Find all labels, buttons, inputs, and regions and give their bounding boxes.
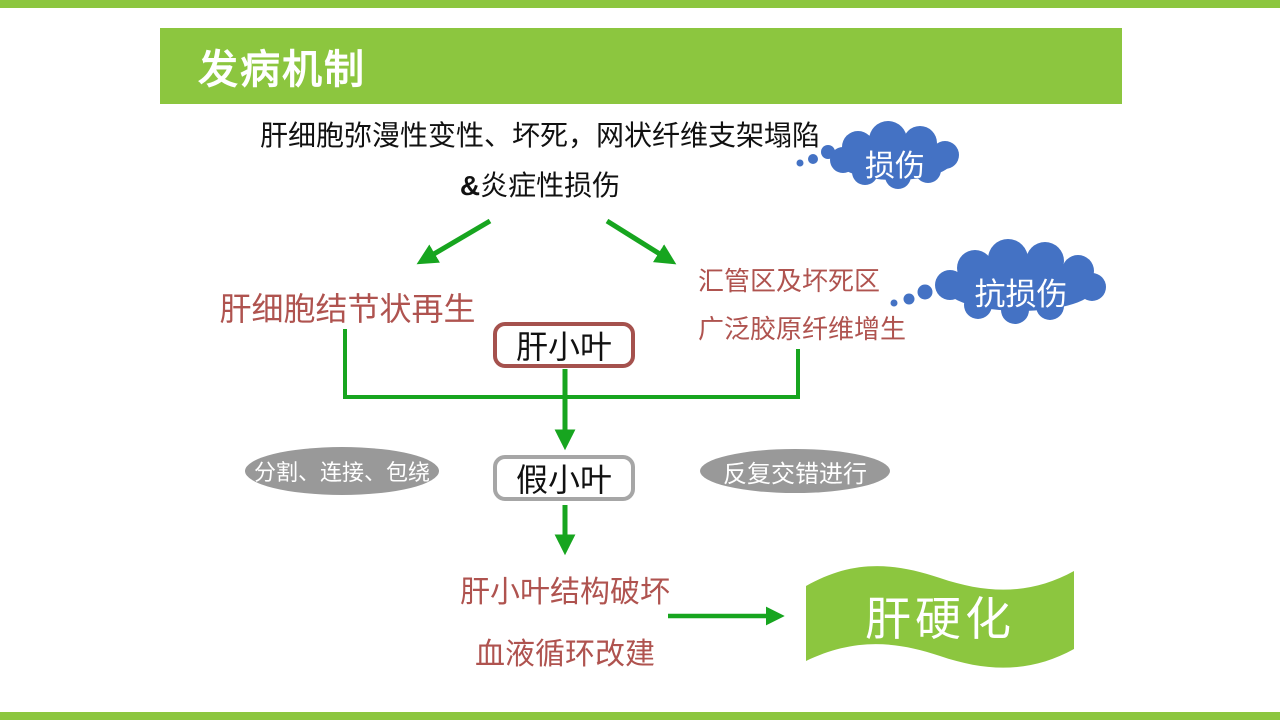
liver-lobule-label: 肝小叶 xyxy=(515,329,612,365)
header-bar: 发病机制 xyxy=(160,28,1122,104)
right-branch-line1: 汇管区及坏死区 xyxy=(698,267,881,296)
outcome-line1: 肝小叶结构破坏 xyxy=(460,576,670,609)
right-process-label: 反复交错进行 xyxy=(723,461,867,488)
anti-injury-cloud-label: 抗损伤 xyxy=(974,277,1068,312)
ampersand: & xyxy=(459,170,481,201)
outcome-line2: 血液循环改建 xyxy=(475,638,655,671)
bottom-green-strip xyxy=(0,712,1280,720)
top-green-strip xyxy=(0,0,1280,8)
liver-lobule-box: 肝小叶 xyxy=(493,322,635,368)
left-process-ellipse: 分割、连接、包绕 xyxy=(245,447,439,495)
arrow-to-left-branch xyxy=(416,218,492,265)
left-branch-text: 肝细胞结节状再生 xyxy=(219,291,476,327)
right-process-ellipse: 反复交错进行 xyxy=(700,449,890,493)
result-flag-label: 肝硬化 xyxy=(865,594,1015,645)
cause-line1: 肝细胞弥漫性变性、坏死，网状纤维支架塌陷 xyxy=(259,121,820,152)
injury-cloud-label: 损伤 xyxy=(865,150,925,183)
right-branch-line2: 广泛胶原纤维增生 xyxy=(698,315,907,344)
outcome-text-block: 肝小叶结构破坏 血液循环改建 xyxy=(415,562,715,686)
page-title: 发病机制 xyxy=(198,48,366,92)
cause-text-block: 肝细胞弥漫性变性、坏死，网状纤维支架塌陷 &炎症性损伤 xyxy=(240,120,840,204)
cause-line2-text: 炎症性损伤 xyxy=(480,171,621,202)
pseudo-lobule-label: 假小叶 xyxy=(515,462,612,498)
arrow-to-right-branch xyxy=(605,218,677,265)
right-branch-text: 汇管区及坏死区 广泛胶原纤维增生 xyxy=(698,258,928,354)
pseudo-lobule-box: 假小叶 xyxy=(493,455,635,501)
left-process-label: 分割、连接、包绕 xyxy=(253,460,430,485)
cause-line2: &炎症性损伤 xyxy=(240,169,840,204)
